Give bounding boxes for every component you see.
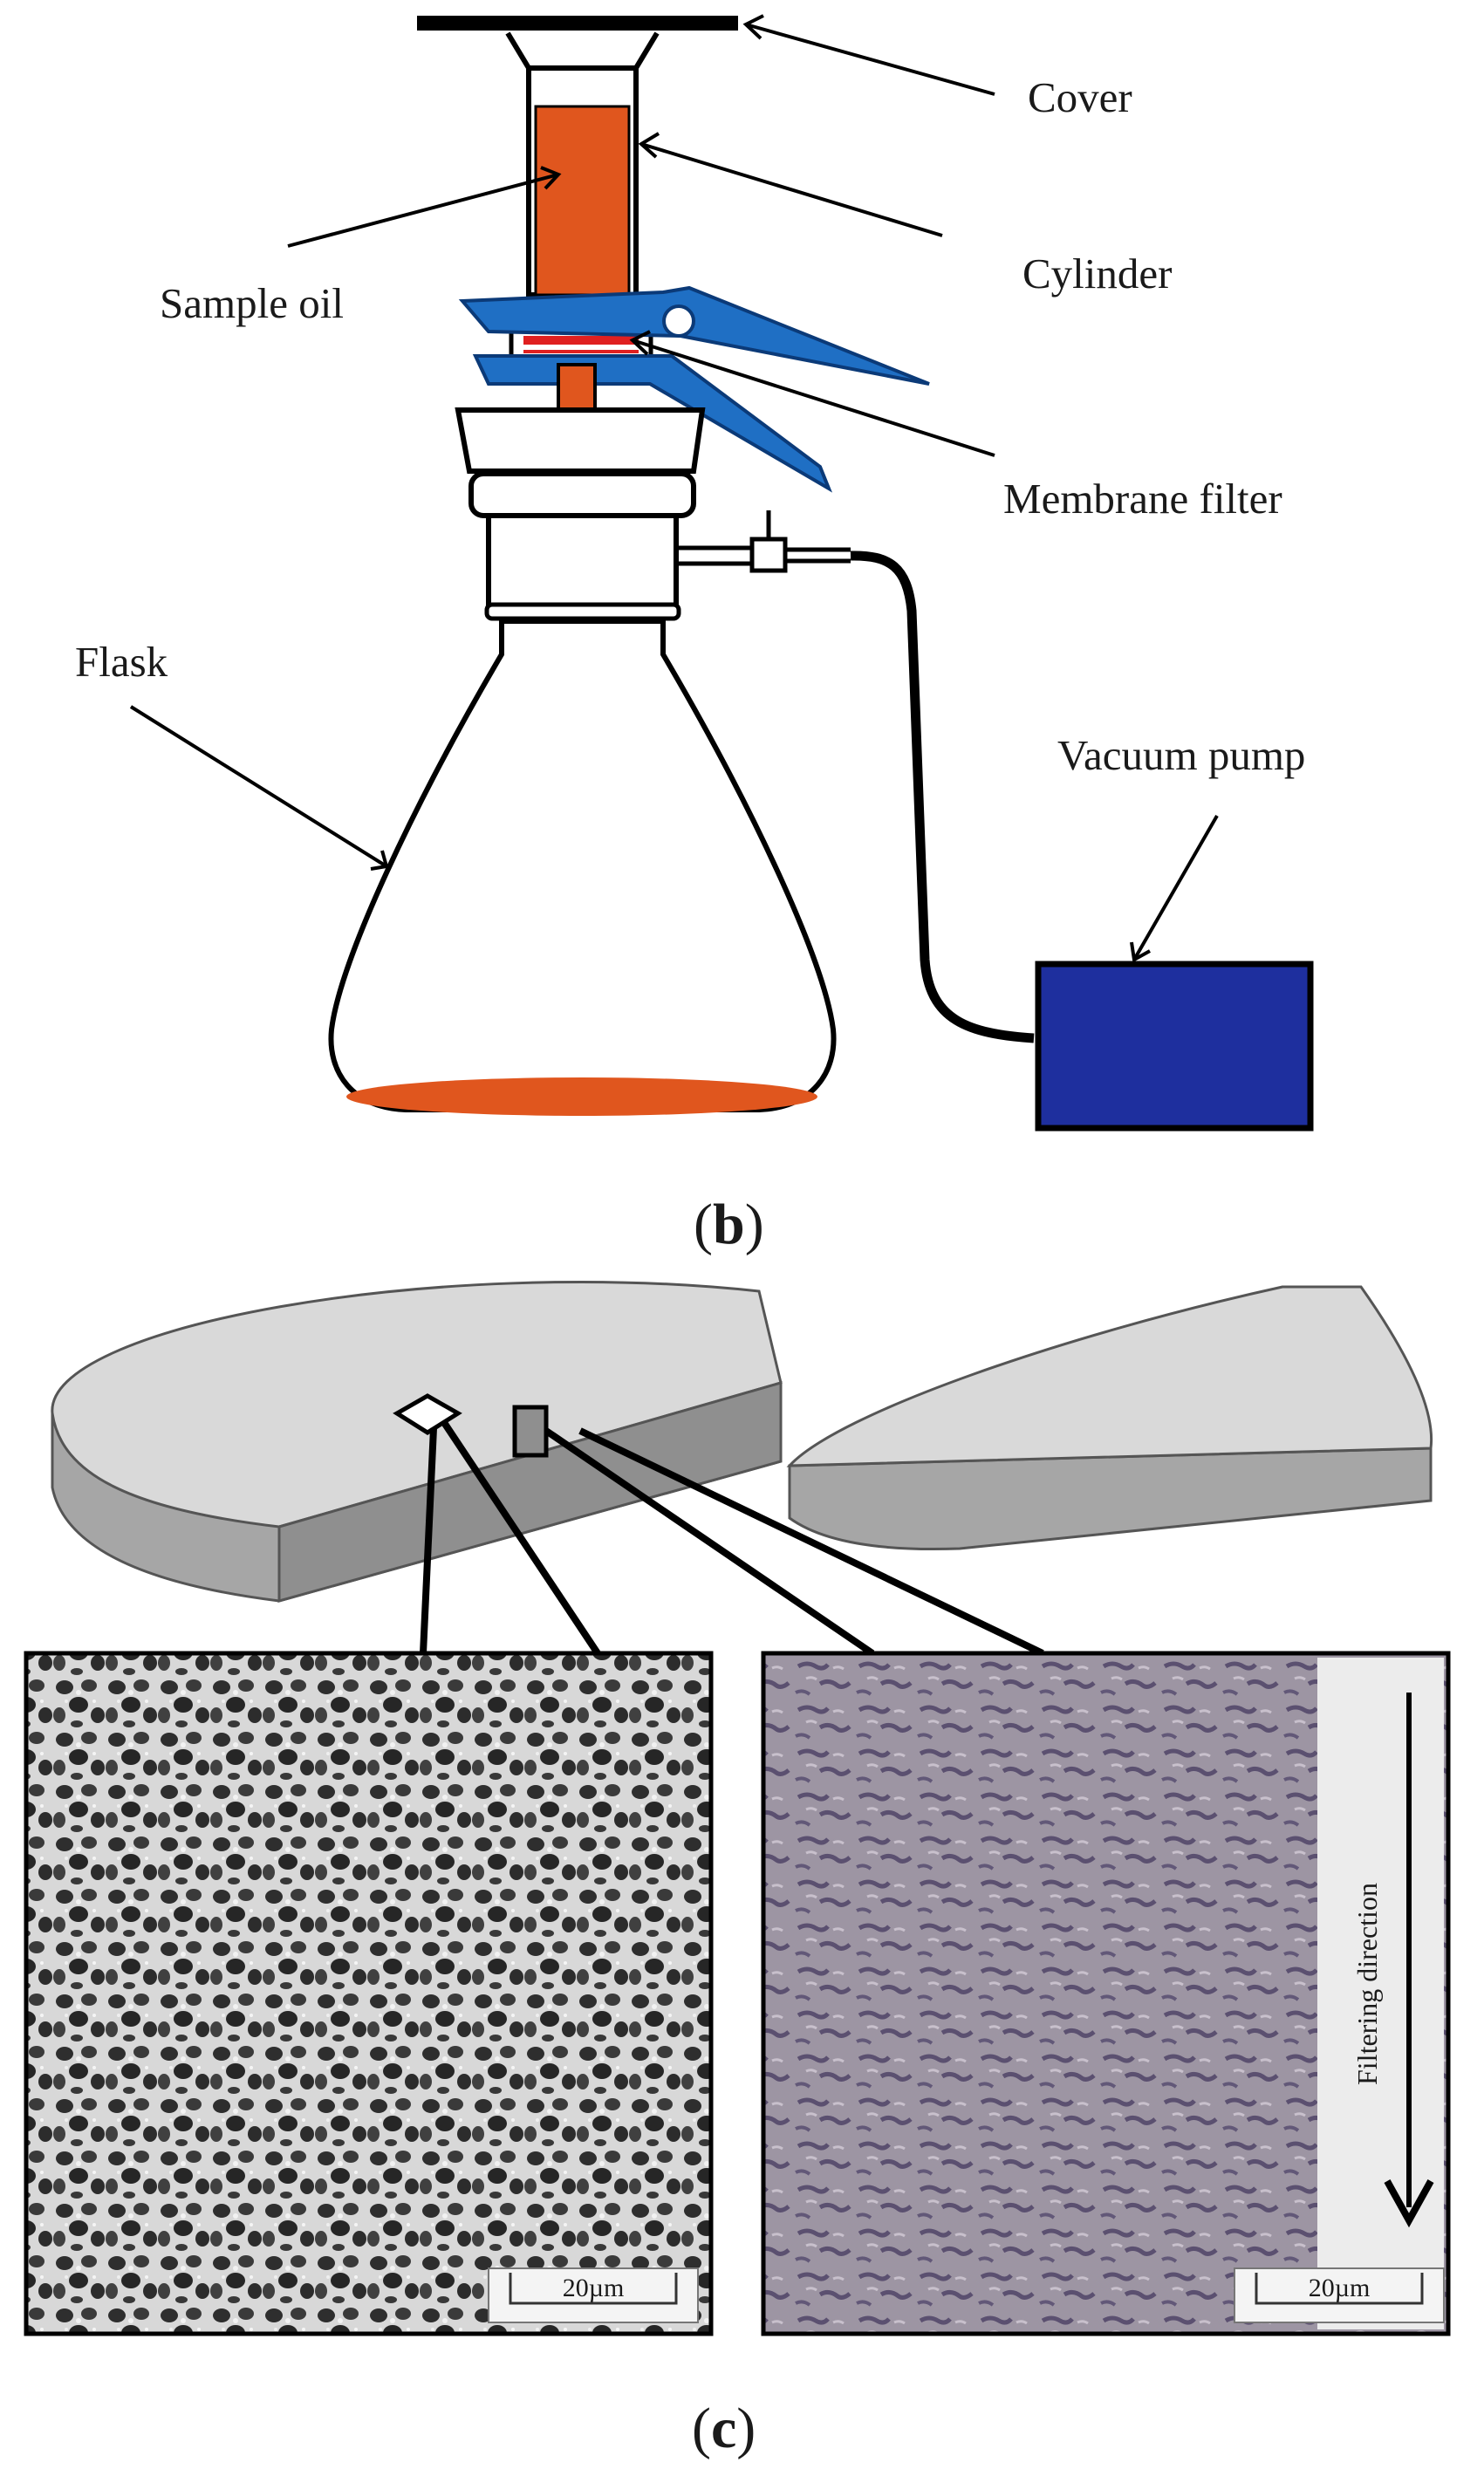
vacuum-hose — [850, 551, 1035, 1043]
panel-b-close: ) — [745, 1193, 764, 1256]
panel-c-letter: c — [711, 2397, 736, 2460]
sample-oil-fill — [534, 105, 631, 297]
flask-ring-1 — [468, 471, 696, 518]
collected-oil — [346, 1077, 817, 1116]
label-vacuum-pump: Vacuum pump — [1057, 731, 1305, 779]
flask-side-arm — [676, 545, 755, 566]
label-membrane-filter: Membrane filter — [1003, 475, 1282, 523]
scale-bar-left: 20µm — [563, 2274, 625, 2302]
flask-neck — [486, 513, 679, 610]
flask-stopper — [455, 407, 706, 474]
panel-c-close: ) — [736, 2397, 756, 2460]
panel-c-diagram: 20µm Filtering direction 20µm (c) — [24, 1281, 1451, 2460]
clamp-upper-jaw — [458, 285, 930, 386]
cross-section-marker — [512, 1405, 549, 1458]
filtering-arrow-head — [1384, 2179, 1434, 2228]
left-disc-cut-face — [277, 1381, 783, 1603]
label-cover: Cover — [1028, 73, 1132, 121]
flask-body — [328, 619, 837, 1112]
panel-b-letter: b — [713, 1193, 745, 1256]
scale-bar-right: 20µm — [1309, 2274, 1371, 2302]
clamp-lower-jaw — [472, 354, 833, 493]
right-half-disc-top — [786, 1285, 1433, 1467]
filtering-direction-strip — [1317, 1658, 1444, 2329]
panel-label-c: (c) — [692, 2397, 756, 2460]
label-cylinder: Cylinder — [1022, 250, 1172, 298]
flask-ring-2 — [484, 602, 681, 621]
panel-c-open: ( — [692, 2397, 711, 2460]
filtering-direction-label: Filtering direction — [1351, 1883, 1383, 2085]
label-sample-oil: Sample oil — [160, 279, 344, 327]
right-half-disc-side — [788, 1447, 1433, 1551]
cover-plate — [417, 16, 738, 31]
label-flask: Flask — [75, 638, 168, 686]
sem-scale-box — [488, 2267, 699, 2323]
vacuum-pump-box — [1035, 961, 1314, 1132]
panel-b-diagram: Cover Cylinder Sample oil Membrane filte… — [75, 14, 1314, 1256]
membrane-filter-red — [523, 336, 639, 345]
panel-b-open: ( — [694, 1193, 713, 1256]
clamp-pivot — [662, 304, 695, 338]
cross-scale-box — [1234, 2267, 1445, 2323]
zoom-connectors — [420, 1421, 1044, 1657]
leader-lines — [129, 14, 1219, 963]
panel-label-b: (b) — [694, 1193, 764, 1256]
surface-sample-marker — [393, 1393, 462, 1435]
stopcock — [749, 537, 788, 573]
sem-surface-image — [24, 1651, 714, 2336]
